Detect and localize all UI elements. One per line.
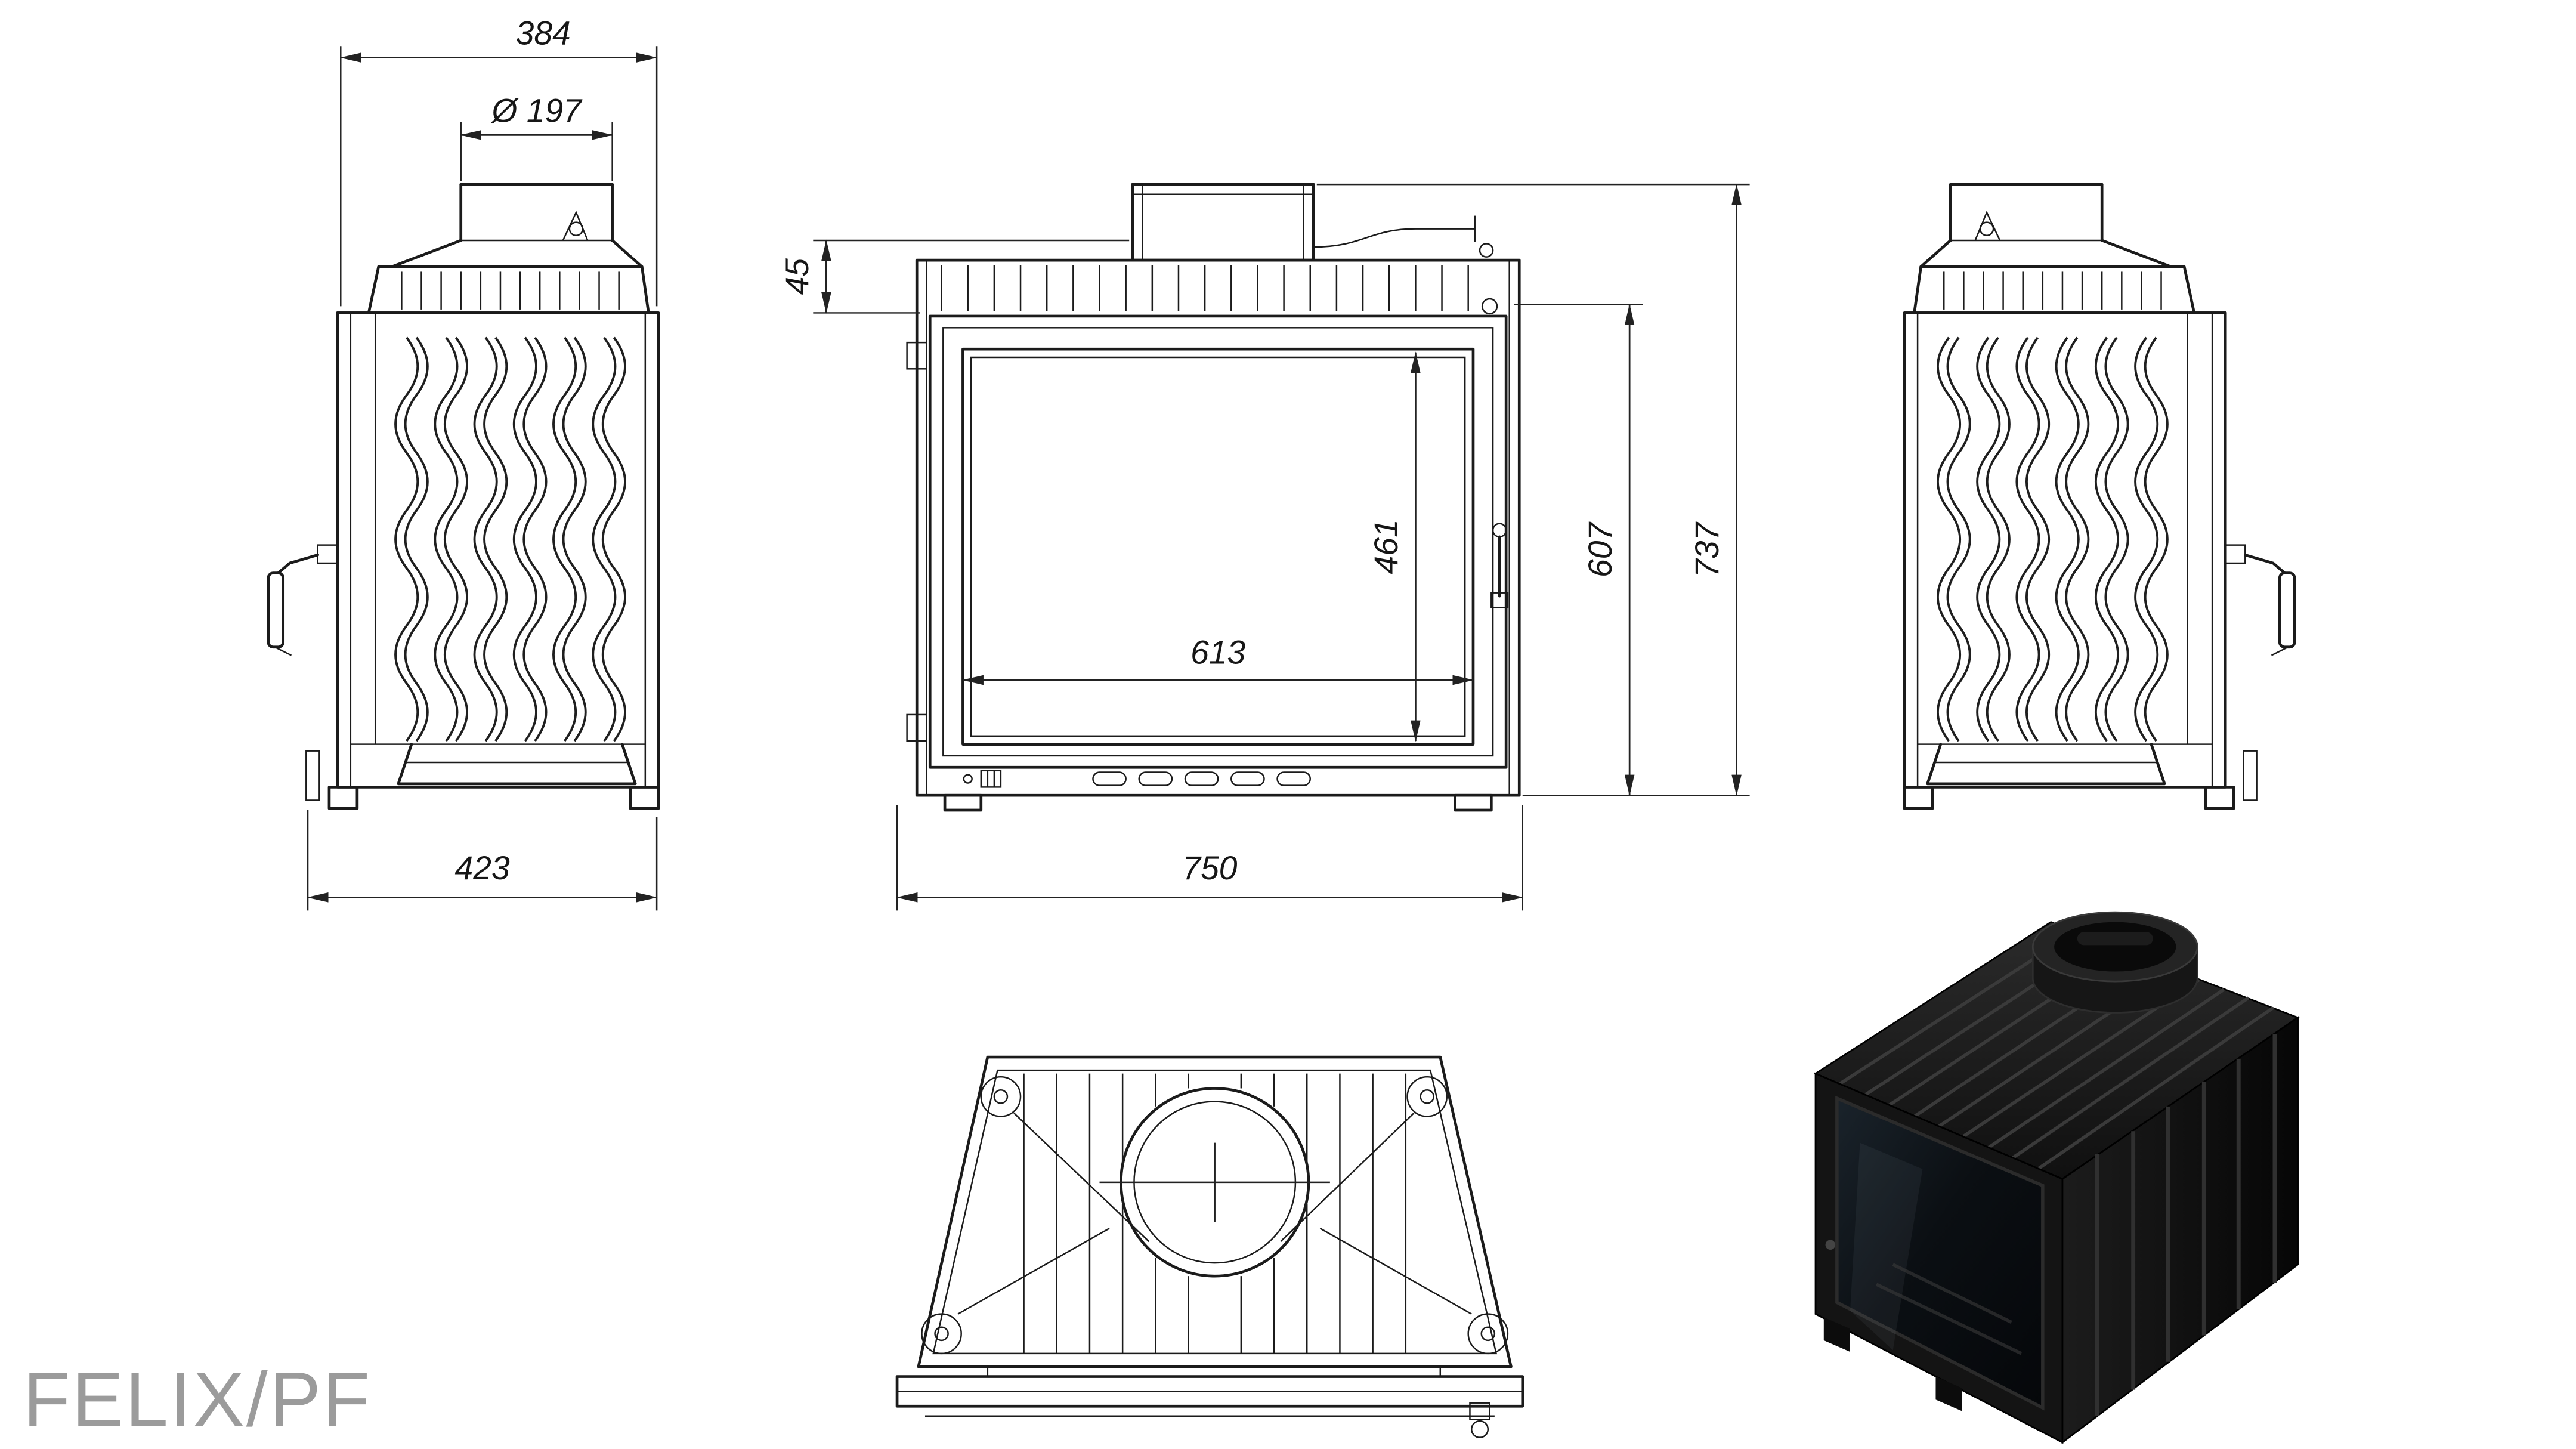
dim-collar-offset: 45 — [778, 239, 1130, 314]
render-firebox-hint — [1875, 1263, 2023, 1355]
front-bottom — [943, 770, 1493, 812]
dim-glass-width: 613 — [962, 634, 1474, 685]
foot-left — [943, 793, 983, 812]
damper-knob — [1481, 298, 1498, 315]
side-view-left — [268, 184, 658, 808]
top-view-base-bar — [895, 1366, 1524, 1438]
dim-depth: 423 — [307, 810, 658, 911]
render-flue-collar — [2031, 911, 2198, 1014]
vent-slots — [1092, 771, 1311, 786]
dim-total-height: 737 — [1316, 183, 1750, 796]
dim-label-depth: 423 — [455, 849, 510, 886]
fitting-bracket — [1469, 1402, 1490, 1420]
damper-rod — [1313, 215, 1494, 258]
glass-reflection — [1850, 1142, 1923, 1351]
top-view — [895, 1055, 1524, 1438]
dim-label-flue-diameter: Ø 197 — [491, 92, 583, 129]
dim-top-width: 384 — [339, 15, 658, 307]
side-view-right — [1904, 184, 2294, 808]
door-latch — [1490, 523, 1509, 608]
dim-glass-height: 461 — [1368, 351, 1421, 742]
hinge-bottom — [906, 713, 927, 742]
dim-label-total-height: 737 — [1689, 521, 1725, 577]
dim-label-body-height: 607 — [1582, 521, 1619, 577]
front-body — [915, 258, 1521, 797]
fitting-knob — [1470, 1420, 1489, 1438]
dim-label-collar-offset: 45 — [778, 258, 815, 295]
dim-label-top-width: 384 — [516, 15, 571, 52]
dim-label-glass-height: 461 — [1368, 519, 1405, 574]
corner-bosses — [921, 1076, 1509, 1355]
collar-handle-bar — [2077, 932, 2153, 946]
product-render-3d — [1814, 911, 2300, 1444]
render-front-glass — [1835, 1095, 2045, 1411]
front-top-fins — [941, 265, 1498, 315]
foot-right — [1454, 793, 1493, 812]
dim-body-height: 607 — [1514, 304, 1750, 796]
render-foot-front — [1823, 1317, 1850, 1352]
hinge-top — [906, 341, 927, 370]
render-side-ribs — [2095, 1034, 2277, 1416]
air-inlet-symbol — [963, 770, 1002, 788]
front-view: 45 461 607 737 613 750 — [778, 183, 1750, 911]
dim-front-width: 750 — [896, 805, 1524, 911]
dim-label-front-width: 750 — [1182, 849, 1237, 886]
dim-flue-diameter: Ø 197 — [460, 92, 614, 181]
render-foot-mid — [1935, 1376, 1962, 1411]
top-view-outline — [917, 1055, 1513, 1368]
flue-collar-front — [1131, 183, 1315, 262]
top-view-braces — [957, 1113, 1472, 1315]
dim-label-glass-width: 613 — [1190, 634, 1245, 671]
flue-opening-top — [1099, 1087, 1330, 1278]
door-frame — [906, 314, 1509, 769]
top-view-fins — [1023, 1073, 1407, 1354]
model-label: FELIX/PF — [23, 1357, 372, 1442]
door-glass — [961, 347, 1475, 746]
render-latch-knob — [1825, 1240, 1836, 1250]
